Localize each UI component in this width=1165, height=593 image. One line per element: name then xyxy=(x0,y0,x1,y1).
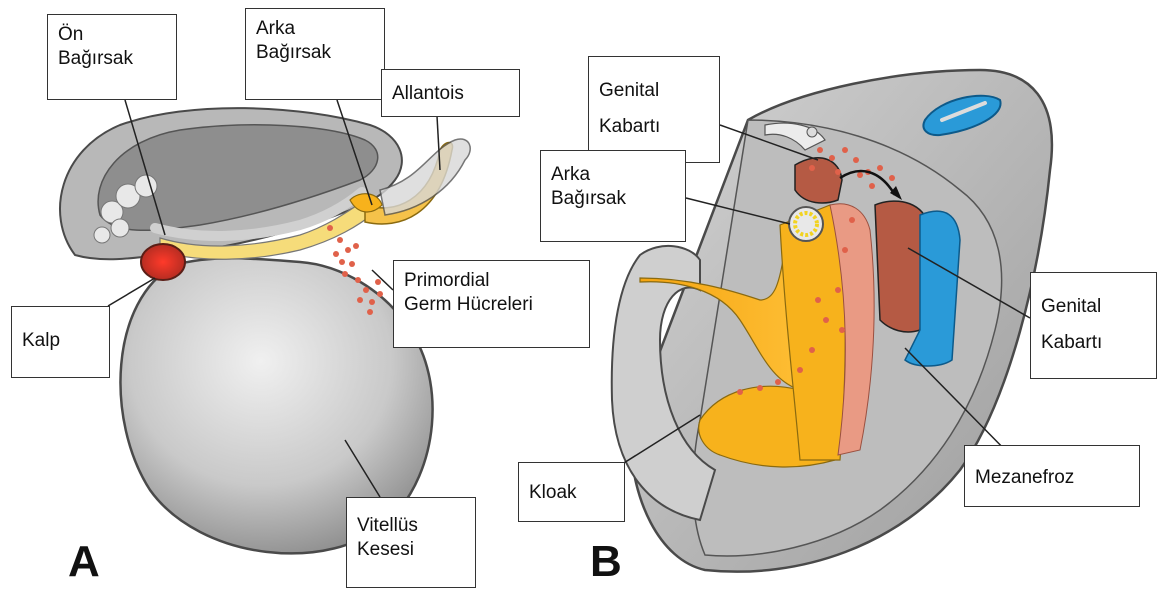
label-arka-bagirsak-b: Arka Bağırsak xyxy=(540,150,686,242)
label-text: Arka xyxy=(256,17,374,41)
label-text: Primordial xyxy=(404,269,579,293)
label-text: Kalp xyxy=(22,329,99,353)
label-text: Arka xyxy=(551,163,675,187)
label-mezanefroz: Mezanefroz xyxy=(964,445,1140,507)
label-allantois: Allantois xyxy=(381,69,520,117)
label-text: Mezanefroz xyxy=(975,466,1129,490)
label-text: Bağırsak xyxy=(58,47,166,71)
dorsal-aorta xyxy=(807,127,817,137)
label-kloak: Kloak xyxy=(518,462,625,522)
label-text: Ön xyxy=(58,23,166,47)
label-primordial: Primordial Germ Hücreleri xyxy=(393,260,590,348)
panel-letter-b: B xyxy=(590,537,622,586)
label-text: Genital xyxy=(1041,289,1146,325)
label-genital-right: Genital Kabartı xyxy=(1030,272,1157,379)
label-genital-top: Genital Kabartı xyxy=(588,56,720,163)
label-text: Bağırsak xyxy=(256,41,374,65)
label-text: Genital xyxy=(599,73,709,109)
label-vitellus: Vitellüs Kesesi xyxy=(346,497,476,588)
label-arka-bagirsak-a: Arka Bağırsak xyxy=(245,8,385,100)
genital-ridge-left xyxy=(795,158,842,203)
label-text: Kloak xyxy=(529,481,614,505)
label-text: Kesesi xyxy=(357,538,465,562)
label-text: Kabartı xyxy=(1041,325,1146,361)
label-text: Vitellüs xyxy=(357,514,465,538)
label-text: Bağırsak xyxy=(551,187,675,211)
label-text: Germ Hücreleri xyxy=(404,293,579,317)
label-kalp: Kalp xyxy=(11,306,110,378)
label-on-bagirsak: Ön Bağırsak xyxy=(47,14,177,100)
panel-letter-a: A xyxy=(68,537,100,586)
label-text: Allantois xyxy=(392,82,509,106)
heart-a xyxy=(141,244,185,280)
label-text: Kabartı xyxy=(599,109,709,145)
